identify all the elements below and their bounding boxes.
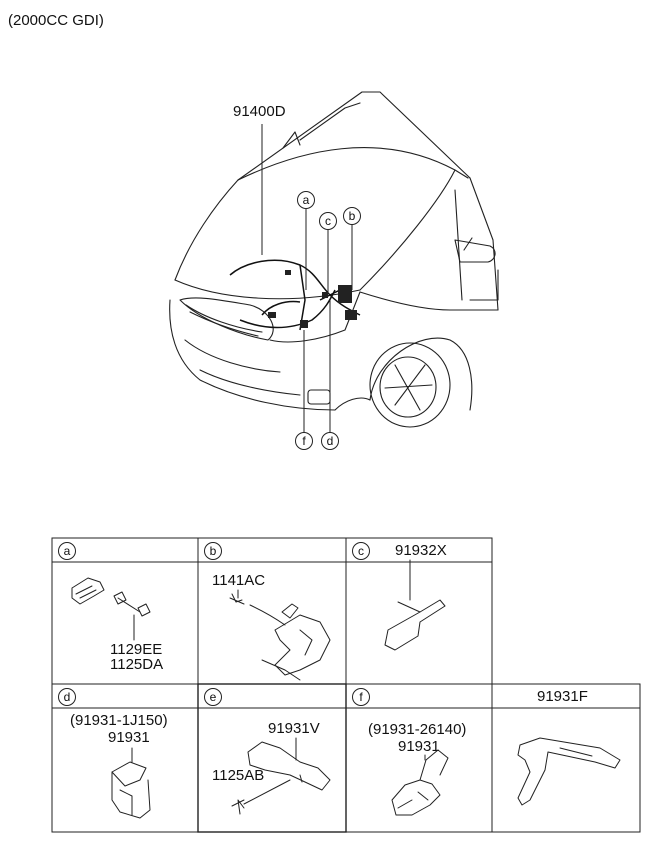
clip-and-bolt-drawing [71, 577, 151, 641]
cell-d-part: 91931 [108, 729, 150, 746]
cell-f-alt-part: (91931-26140) [368, 721, 467, 738]
callout-d: d [321, 432, 339, 450]
cell-c-part: 91932X [395, 542, 447, 559]
bracket-b-drawing [229, 589, 331, 681]
callout-c: c [319, 212, 337, 230]
cell-f-extra-part: 91931F [537, 688, 588, 705]
part-1125da: 1125DA [110, 656, 164, 673]
bracket-e-drawing [231, 737, 331, 815]
part-1129ee: 1129EE [110, 641, 163, 658]
bracket-c-drawing [384, 559, 446, 651]
cell-d-alt-part: (91931-1J150) [70, 712, 168, 729]
cell-a-letter: a [58, 542, 76, 560]
engine-label: (2000CC GDI) [8, 12, 104, 29]
callout-a: a [297, 191, 315, 209]
cell-c-letter: c [352, 542, 370, 560]
bracket-91931f-drawing [517, 737, 621, 806]
callout-b: b [343, 207, 361, 225]
part-1141ac: 1141AC [212, 572, 266, 589]
clip-f-drawing [391, 749, 449, 816]
part-1125ab: 1125AB [212, 767, 265, 784]
part-91931v: 91931V [268, 720, 320, 737]
cell-f-letter: f [352, 688, 370, 706]
callout-f: f [295, 432, 313, 450]
part-number-91400d: 91400D [233, 103, 286, 120]
cell-b-letter: b [204, 542, 222, 560]
clip-d-drawing [111, 747, 151, 819]
cell-e-letter: e [204, 688, 222, 706]
cell-d-letter: d [58, 688, 76, 706]
cell-f-part: 91931 [398, 738, 440, 755]
